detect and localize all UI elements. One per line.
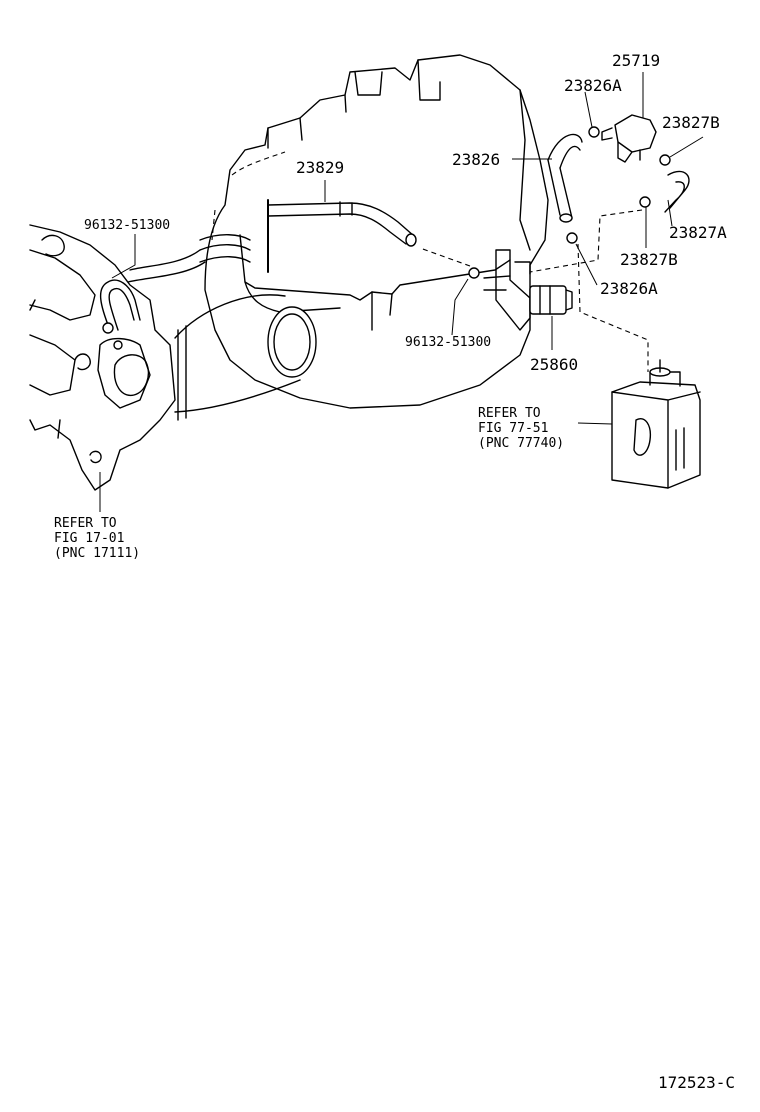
manifold-ref-line-3: (PNC 17111) <box>54 546 140 561</box>
vsv-25860 <box>468 249 573 331</box>
leader-lines <box>99 72 704 512</box>
label-23827b-bottom: 23827B <box>620 250 678 269</box>
label-23829: 23829 <box>296 158 344 177</box>
label-25860: 25860 <box>530 355 578 374</box>
label-23826: 23826 <box>452 150 500 169</box>
label-23826a-top: 23826A <box>564 76 622 95</box>
exhaust-tube <box>174 294 317 421</box>
label-25719: 25719 <box>612 51 660 70</box>
label-96132-left: 96132-51300 <box>84 218 170 233</box>
label-23827b-top: 23827B <box>662 113 720 132</box>
vacuum-hoses <box>100 234 251 331</box>
canister-reference-note: REFER TO FIG 77-51 (PNC 77740) <box>478 406 564 451</box>
label-23827a: 23827A <box>669 223 727 242</box>
pipe-23829 <box>267 199 417 273</box>
canister-ref-line-1: REFER TO <box>478 406 541 421</box>
canister-ref-line-2: FIG 77-51 <box>478 421 548 436</box>
label-96132-bottom: 96132-51300 <box>405 335 491 350</box>
top-components <box>419 114 690 372</box>
charcoal-canister <box>611 359 701 489</box>
intake-manifold <box>29 224 176 491</box>
manifold-ref-line-2: FIG 17-01 <box>54 531 124 546</box>
canister-ref-line-3: (PNC 77740) <box>478 436 564 451</box>
figure-id: 172523-C <box>658 1073 735 1092</box>
label-23826a-bottom: 23826A <box>600 279 658 298</box>
manifold-reference-note: REFER TO FIG 17-01 (PNC 17111) <box>54 516 140 561</box>
manifold-ref-line-1: REFER TO <box>54 516 117 531</box>
engine-block <box>204 54 549 409</box>
